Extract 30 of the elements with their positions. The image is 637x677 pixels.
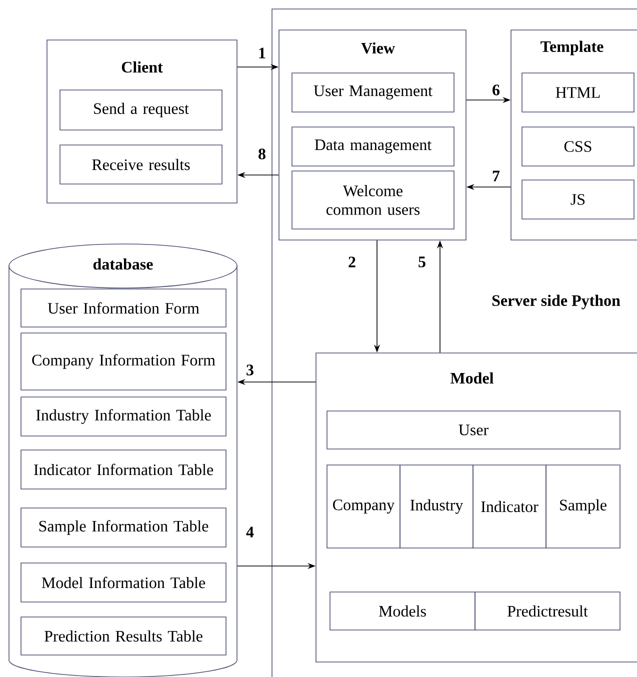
edge-label: 5 <box>416 255 428 269</box>
edge-label: 7 <box>490 169 502 183</box>
table-box: Sample Information Table <box>20 508 226 548</box>
entity-cell: Sample <box>546 464 620 548</box>
function-box: Data management <box>292 126 454 166</box>
table-box: Indicator Information Table <box>20 450 226 490</box>
entity-cell: Industry <box>400 464 474 548</box>
table-box: Company Information Form <box>20 332 226 390</box>
entity-cell: Indicator <box>472 464 546 548</box>
table-box: User Information Form <box>20 288 226 328</box>
file-type-box: CSS <box>522 126 634 166</box>
entity-cell: Models <box>330 592 476 630</box>
edge-label: 4 <box>244 525 256 539</box>
file-type-box: JS <box>522 180 634 220</box>
edge-label: 8 <box>256 147 268 161</box>
edge-label: 3 <box>244 363 256 377</box>
edge-label: 1 <box>256 46 268 60</box>
entity-cell: Predictresult <box>474 592 620 630</box>
action-box: Send a request <box>60 90 222 130</box>
function-box: Welcome common users <box>292 170 454 230</box>
entity-cell: User <box>326 410 620 450</box>
table-box: Model Information Table <box>20 562 226 602</box>
table-box: Industry Information Table <box>20 396 226 436</box>
action-box: Receive results <box>60 144 222 184</box>
table-box: Prediction Results Table <box>20 616 226 656</box>
function-box: User Management <box>292 72 454 112</box>
entity-cell: Company <box>326 464 400 548</box>
edge-label: 6 <box>490 83 502 97</box>
file-type-box: HTML <box>522 72 634 112</box>
edge-label: 2 <box>346 255 358 269</box>
